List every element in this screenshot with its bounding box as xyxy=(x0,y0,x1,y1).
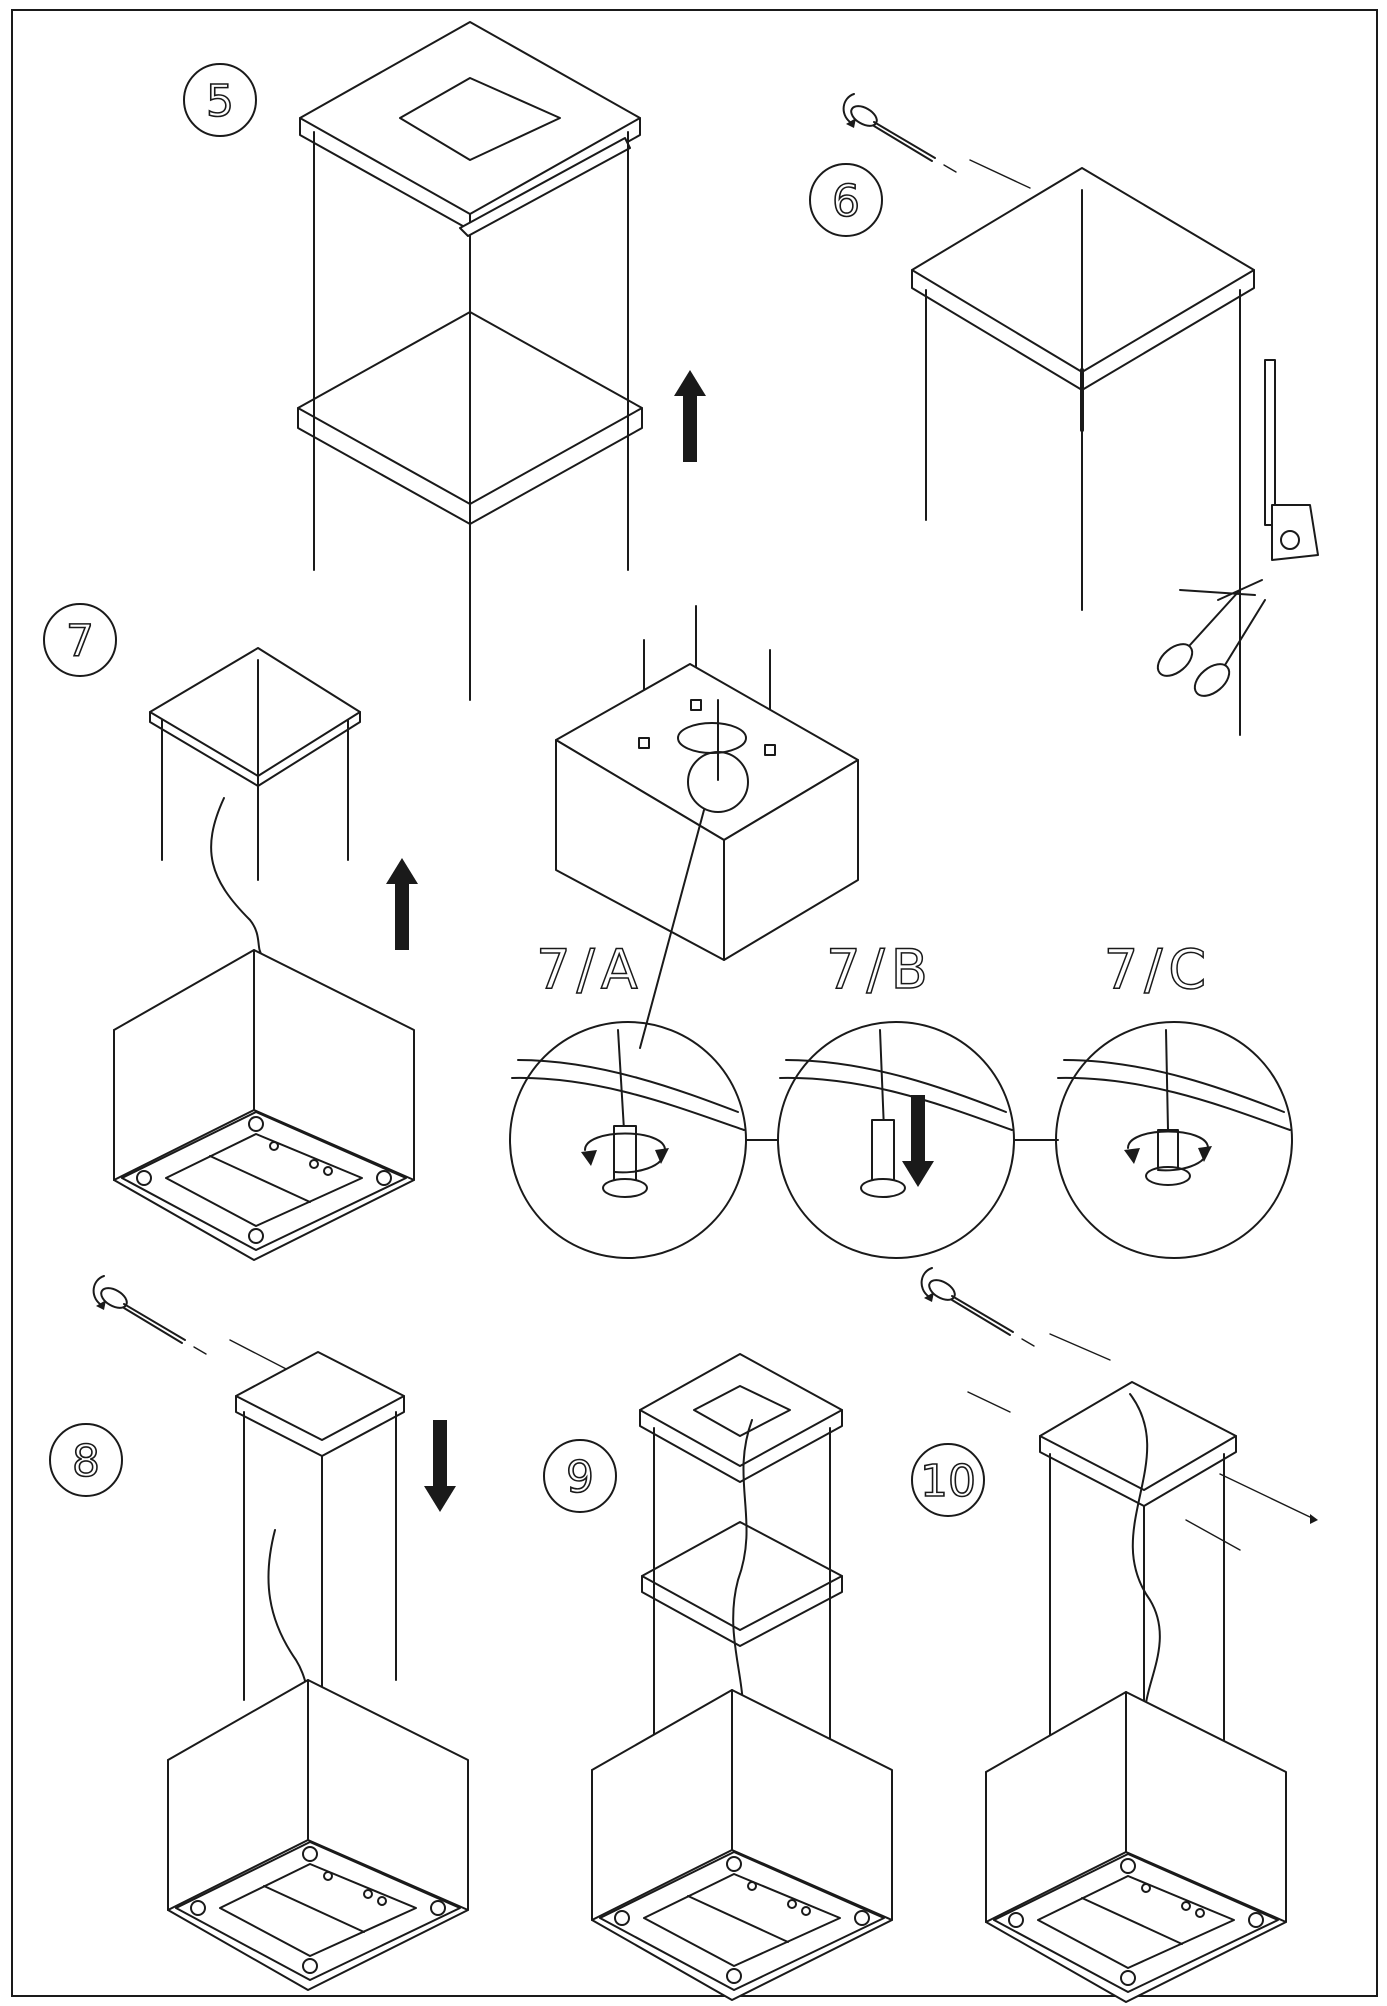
arrow-down-icon xyxy=(424,1420,456,1512)
detail-7a: 7/A xyxy=(509,937,747,1259)
step-8-figure: 8 xyxy=(49,1275,469,1991)
step-5-badge xyxy=(183,63,257,137)
arrow-up-icon xyxy=(674,370,706,462)
step-8-badge xyxy=(49,1423,123,1497)
scissors-icon xyxy=(1156,579,1266,697)
step-7-label: 7 xyxy=(66,616,94,667)
step-10-label: 10 xyxy=(920,1456,976,1507)
detail-7a-label: 7/A xyxy=(536,938,644,1001)
detail-7b: 7/B xyxy=(777,937,1015,1259)
hood-top-view xyxy=(555,605,859,1049)
step-6-label: 6 xyxy=(832,176,860,227)
detail-7c-label: 7/C xyxy=(1104,938,1212,1001)
tape-measure-icon xyxy=(1264,359,1319,561)
step-5-figure: 5 xyxy=(183,21,706,701)
detail-7c: 7/C xyxy=(1055,937,1293,1259)
step-9-figure: 9 xyxy=(543,1353,893,2001)
detail-7b-label: 7/B xyxy=(826,938,934,1001)
step-6-figure: 6 xyxy=(809,93,1319,736)
step-9-label: 9 xyxy=(566,1452,594,1503)
step-7-figure: 7 7/A xyxy=(43,603,1293,1261)
step-10-figure: 10 xyxy=(911,1267,1318,2003)
screwdriver-icon xyxy=(920,1267,1035,1347)
step-7-badge xyxy=(43,603,117,677)
step-8-label: 8 xyxy=(72,1436,100,1487)
step-10-badge xyxy=(911,1443,985,1517)
step-9-badge xyxy=(543,1439,617,1513)
hood-body-step-7 xyxy=(113,949,415,1261)
arrow-up-icon xyxy=(386,858,418,950)
screwdriver-icon xyxy=(842,93,957,173)
sheet-border xyxy=(11,9,1378,1997)
hood-body-step-10 xyxy=(985,1691,1287,2003)
step-6-badge xyxy=(809,163,883,237)
hood-body-step-9 xyxy=(591,1689,893,2001)
arrow-down-icon xyxy=(902,1095,934,1187)
hood-body-step-8 xyxy=(167,1679,469,1991)
screwdriver-icon xyxy=(92,1275,207,1355)
step-5-label: 5 xyxy=(206,76,234,127)
